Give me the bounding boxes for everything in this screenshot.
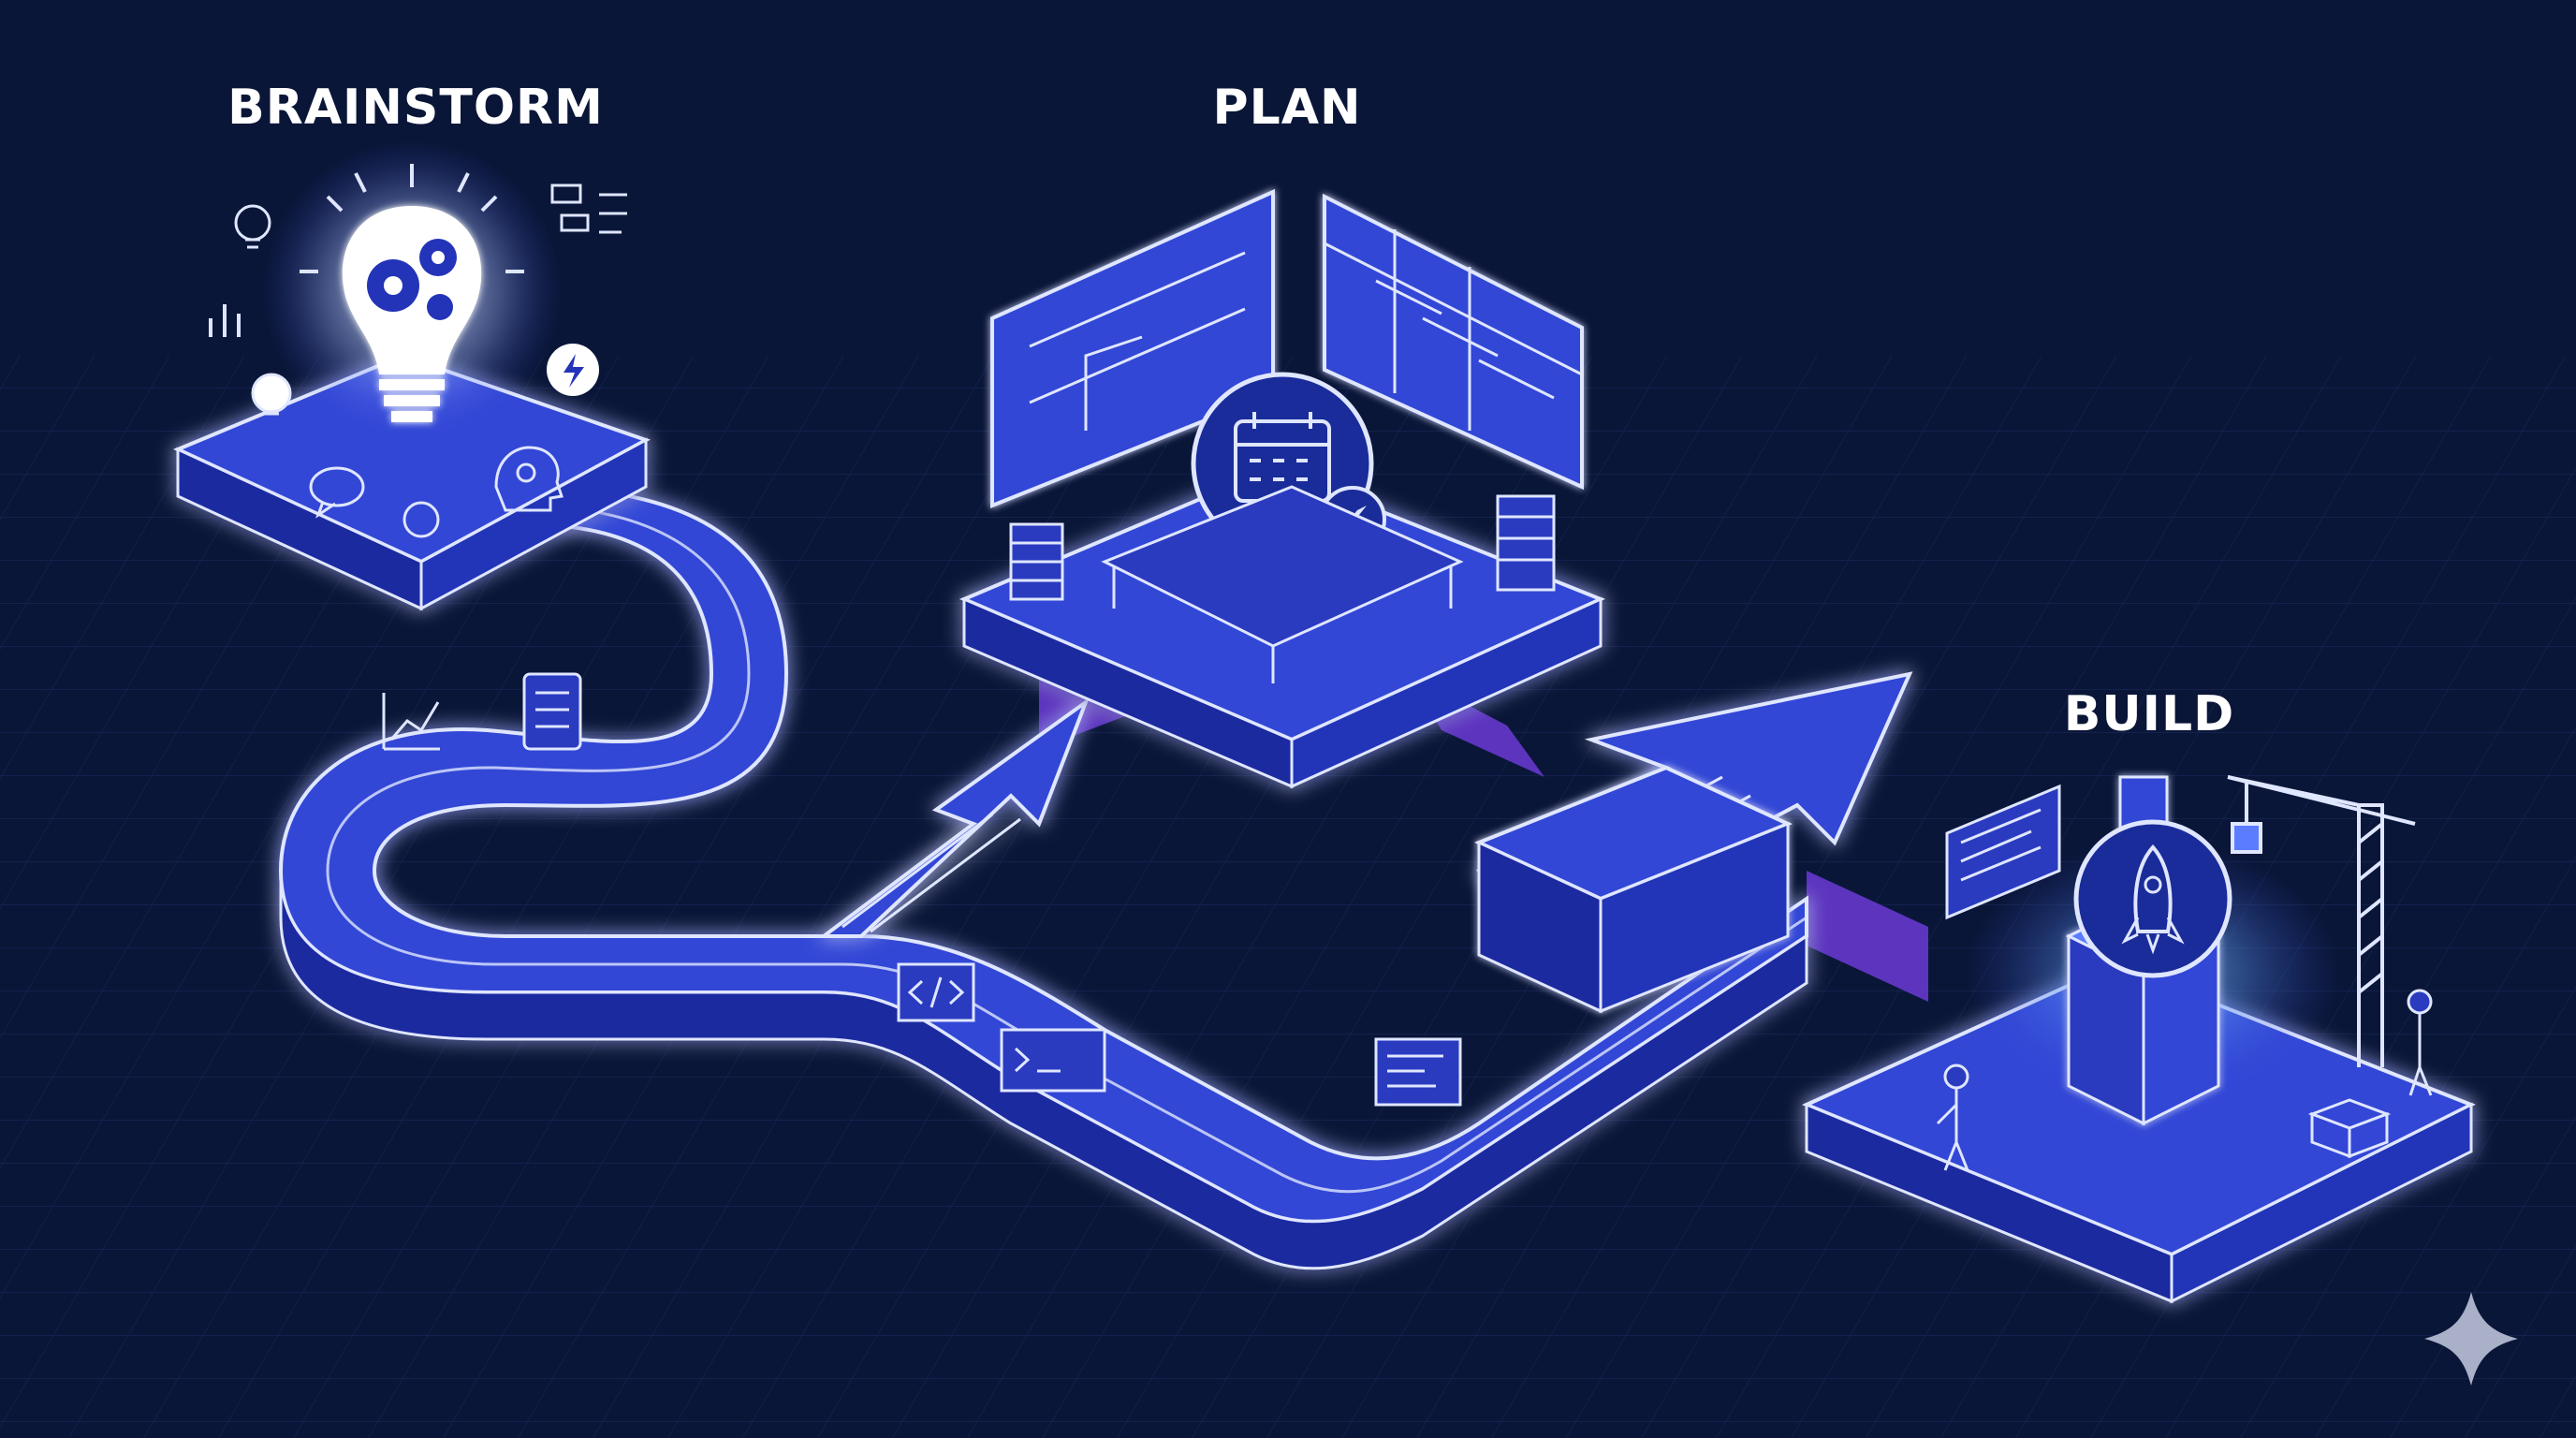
worker-icon (1936, 989, 2433, 1171)
document-stack-icon (1009, 494, 1556, 601)
code-tag-icon (897, 962, 975, 1022)
stage-label-brainstorm: BRAINSTORM (227, 80, 604, 136)
gear-icon (367, 239, 457, 320)
bar-chart-icon (209, 304, 241, 337)
crane-icon (2227, 775, 2416, 1067)
terminal-icon (1000, 1028, 1106, 1093)
gantt-chart-icon (1323, 193, 1584, 491)
bulb-rays (300, 164, 524, 273)
code-window-icon-build (1945, 784, 2061, 920)
flowchart-icon (550, 183, 627, 234)
block-icon (2307, 1098, 2392, 1159)
small-bulb-icon (234, 204, 440, 538)
stage-label-build: BUILD (2064, 686, 2235, 742)
road-icons (382, 672, 1462, 1107)
lightning-icon (547, 344, 599, 396)
code-window-icon (1374, 1037, 1462, 1107)
plan-stage: PLAN (959, 80, 1606, 789)
connector-build (1807, 871, 1928, 1002)
meeting-table-icon (1101, 485, 1464, 683)
rocket-icon (2073, 819, 2232, 978)
sparkle-icon (2424, 1292, 2518, 1386)
arrow-to-plan-lines (842, 813, 1021, 933)
arrow-to-plan (818, 697, 1090, 938)
head-gear-icon (494, 446, 564, 512)
road-side (279, 870, 1808, 1270)
brainstorm-platform (173, 353, 651, 611)
build-stage: BUILD (1801, 686, 2476, 1304)
brainstorm-stage: BRAINSTORM (173, 80, 651, 611)
mid-building (1473, 765, 1793, 1014)
clipboard-checklist-icon (522, 672, 582, 751)
speech-bubble-icon (309, 466, 365, 519)
stage-label-plan: PLAN (1212, 80, 1361, 136)
growth-chart-icon (382, 693, 440, 751)
